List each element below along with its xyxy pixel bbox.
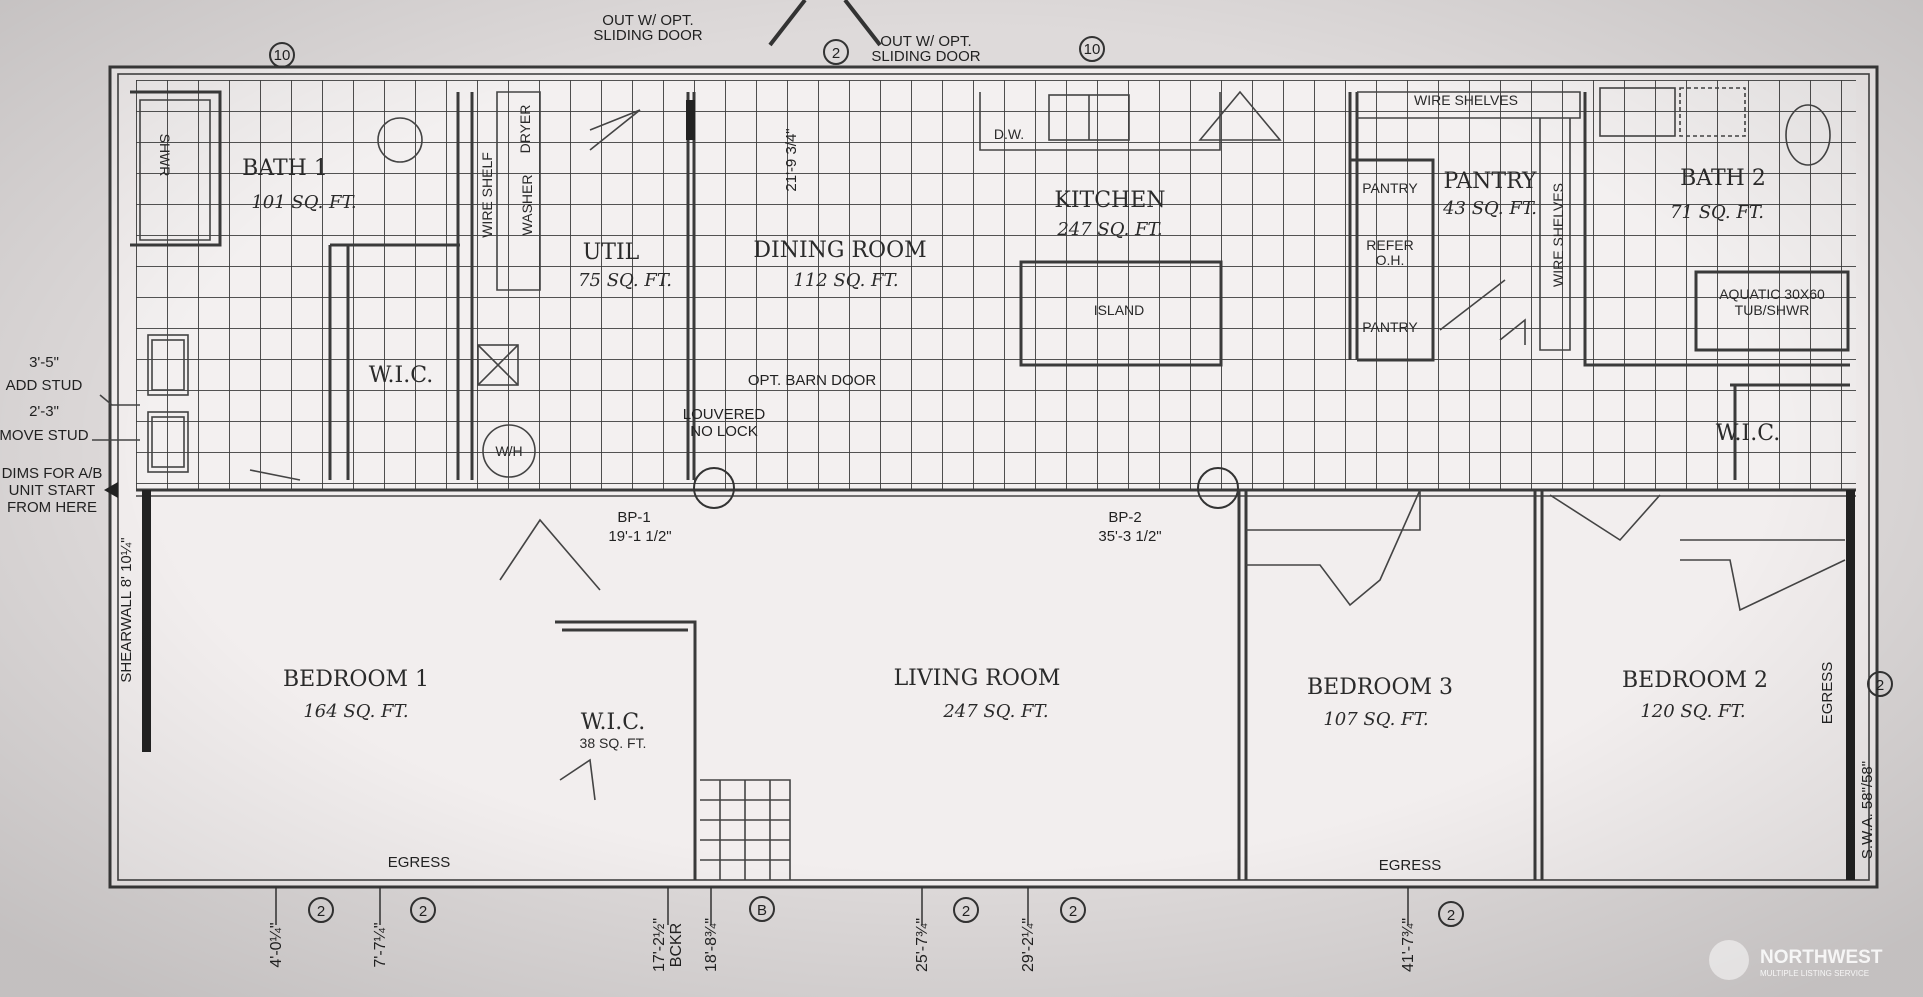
dimension-label: 41'-7¾" [1400,918,1417,972]
room-area-kitchen: 247 SQ. FT. [1056,219,1162,240]
room-area-pantry: 43 SQ. FT. [1442,198,1537,219]
room-area-bath-2: 71 SQ. FT. [1670,202,1764,223]
room-name-kitchen: KITCHEN [1054,188,1165,213]
sliding-door-note-2b: SLIDING DOOR [871,48,980,65]
window-marker-label: 2 [1447,907,1455,924]
room-area-bath-1: 101 SQ. FT. [251,192,356,213]
dimension-label: 25'-7¾" [914,918,931,972]
window-marker: 2 [823,39,849,65]
shearwall-note: SHEARWALL 8' 10¼" [118,537,135,682]
bp2-dim: 35'-3 1/2" [1098,528,1161,545]
room-area-bedroom-2: 120 SQ. FT. [1640,701,1745,722]
room-name-pantry: PANTRY [1443,169,1536,194]
window-marker-label: 2 [1069,903,1077,920]
window-marker-label: 10 [1084,41,1101,58]
tub-shower-label: TUB/SHWR [1735,302,1810,318]
move-stud-dim: 2'-3" [29,403,59,420]
room-name-dining: DINING ROOM [753,238,926,263]
pantry-top-label: PANTRY [1362,180,1418,196]
dimension-label: 29'-2¼" [1020,918,1037,972]
window-marker: 2 [308,897,334,923]
window-marker: 10 [269,42,295,68]
shearwall-right [1846,490,1855,880]
tub-label: AQUATIC 30X60 [1719,286,1825,302]
wire-shelves-top-label: WIRE SHELVES [1414,92,1518,108]
add-stud-dim: 3'-5" [29,354,59,371]
bottom-dimension-lines [275,887,1409,925]
window-marker: B [749,896,775,922]
room-name-wic-lower: W.I.C. [581,710,646,735]
watermark-subtitle: MULTIPLE LISTING SERVICE [1760,969,1869,978]
shearwall-left [142,490,151,752]
room-name-wic-upper-left: W.I.C. [369,363,434,388]
shower-label: SHWR [157,134,173,177]
window-marker: 10 [1079,36,1105,62]
watermark-title: NORTHWEST [1760,947,1883,968]
water-heater-label: W/H [495,443,522,459]
sliding-door-note-1b: SLIDING DOOR [593,27,702,44]
refer-label: REFER [1366,237,1413,253]
room-name-bath-1: BATH 1 [242,156,328,181]
dining-dim: 21'-9 3/4" [783,128,800,191]
dryer-label: DRYER [517,105,533,154]
watermark-icon [1709,940,1749,980]
dims-note-2: UNIT START [9,482,96,499]
wire-shelf-label: WIRE SHELF [479,152,495,238]
room-area-wic-lower: 38 SQ. FT. [580,735,647,751]
dims-note-1: DIMS FOR A/B [2,465,103,482]
island-label: ISLAND [1094,302,1145,318]
window-marker-label: 2 [832,45,840,62]
room-name-bedroom-3: BEDROOM 3 [1307,675,1453,700]
window-marker-label: 2 [962,903,970,920]
barn-door-note: OPT. BARN DOOR [748,372,877,389]
watermark-logo: NORTHWEST MULTIPLE LISTING SERVICE [1709,940,1883,980]
wall-post [686,100,695,140]
dimension-label: BCKR [668,923,685,967]
window-marker-label: 2 [1876,677,1884,694]
no-lock-note: NO LOCK [690,423,758,440]
window-marker-label: 10 [274,47,291,64]
add-stud-note: ADD STUD [6,377,83,394]
room-name-bedroom-2: BEDROOM 2 [1622,668,1768,693]
window-marker-label: 2 [419,903,427,920]
move-stud-note: MOVE STUD [0,427,89,444]
dimension-label: 7'-7¼" [372,922,389,967]
swa-note: S.W.A. 58"/58" [1859,761,1876,859]
bp2-label: BP-2 [1108,509,1141,526]
window-marker: 2 [953,897,979,923]
washer-label: WASHER [519,175,535,236]
room-name-util: UTIL [583,240,640,265]
egress-bedroom-1: EGRESS [388,854,451,871]
window-marker-label: 2 [317,903,325,920]
window-marker: 2 [410,897,436,923]
window-marker-label: B [757,902,767,919]
room-area-bedroom-3: 107 SQ. FT. [1323,709,1428,730]
dishwasher-label: D.W. [994,126,1024,142]
refer-oh-label: O.H. [1376,252,1405,268]
room-name-bath-2: BATH 2 [1680,166,1766,191]
porch-lines [768,0,882,47]
louvered-note: LOUVERED [683,406,766,423]
pantry-bottom-label: PANTRY [1362,319,1418,335]
egress-bedroom-3: EGRESS [1379,857,1442,874]
window-marker: 2 [1060,897,1086,923]
room-name-living: LIVING ROOM [894,666,1061,691]
room-area-util: 75 SQ. FT. [578,270,672,291]
room-area-bedroom-1: 164 SQ. FT. [303,701,408,722]
dims-note-3: FROM HERE [7,499,97,516]
egress-bedroom-2: EGRESS [1819,662,1836,725]
dimension-label: 4'-0¼" [268,922,285,967]
dimension-label: 18'-8¾" [703,918,720,972]
window-marker: 2 [1438,901,1464,927]
dimension-label: 17'-2½" [651,918,668,972]
bp1-dim: 19'-1 1/2" [608,528,671,545]
room-name-wic-upper-right: W.I.C. [1716,421,1781,446]
bp1-label: BP-1 [617,509,650,526]
room-name-bedroom-1: BEDROOM 1 [283,667,429,692]
room-area-living: 247 SQ. FT. [942,701,1048,722]
room-area-dining: 112 SQ. FT. [793,270,898,291]
wire-shelves-side-label: WIRE SHELVES [1550,183,1566,287]
